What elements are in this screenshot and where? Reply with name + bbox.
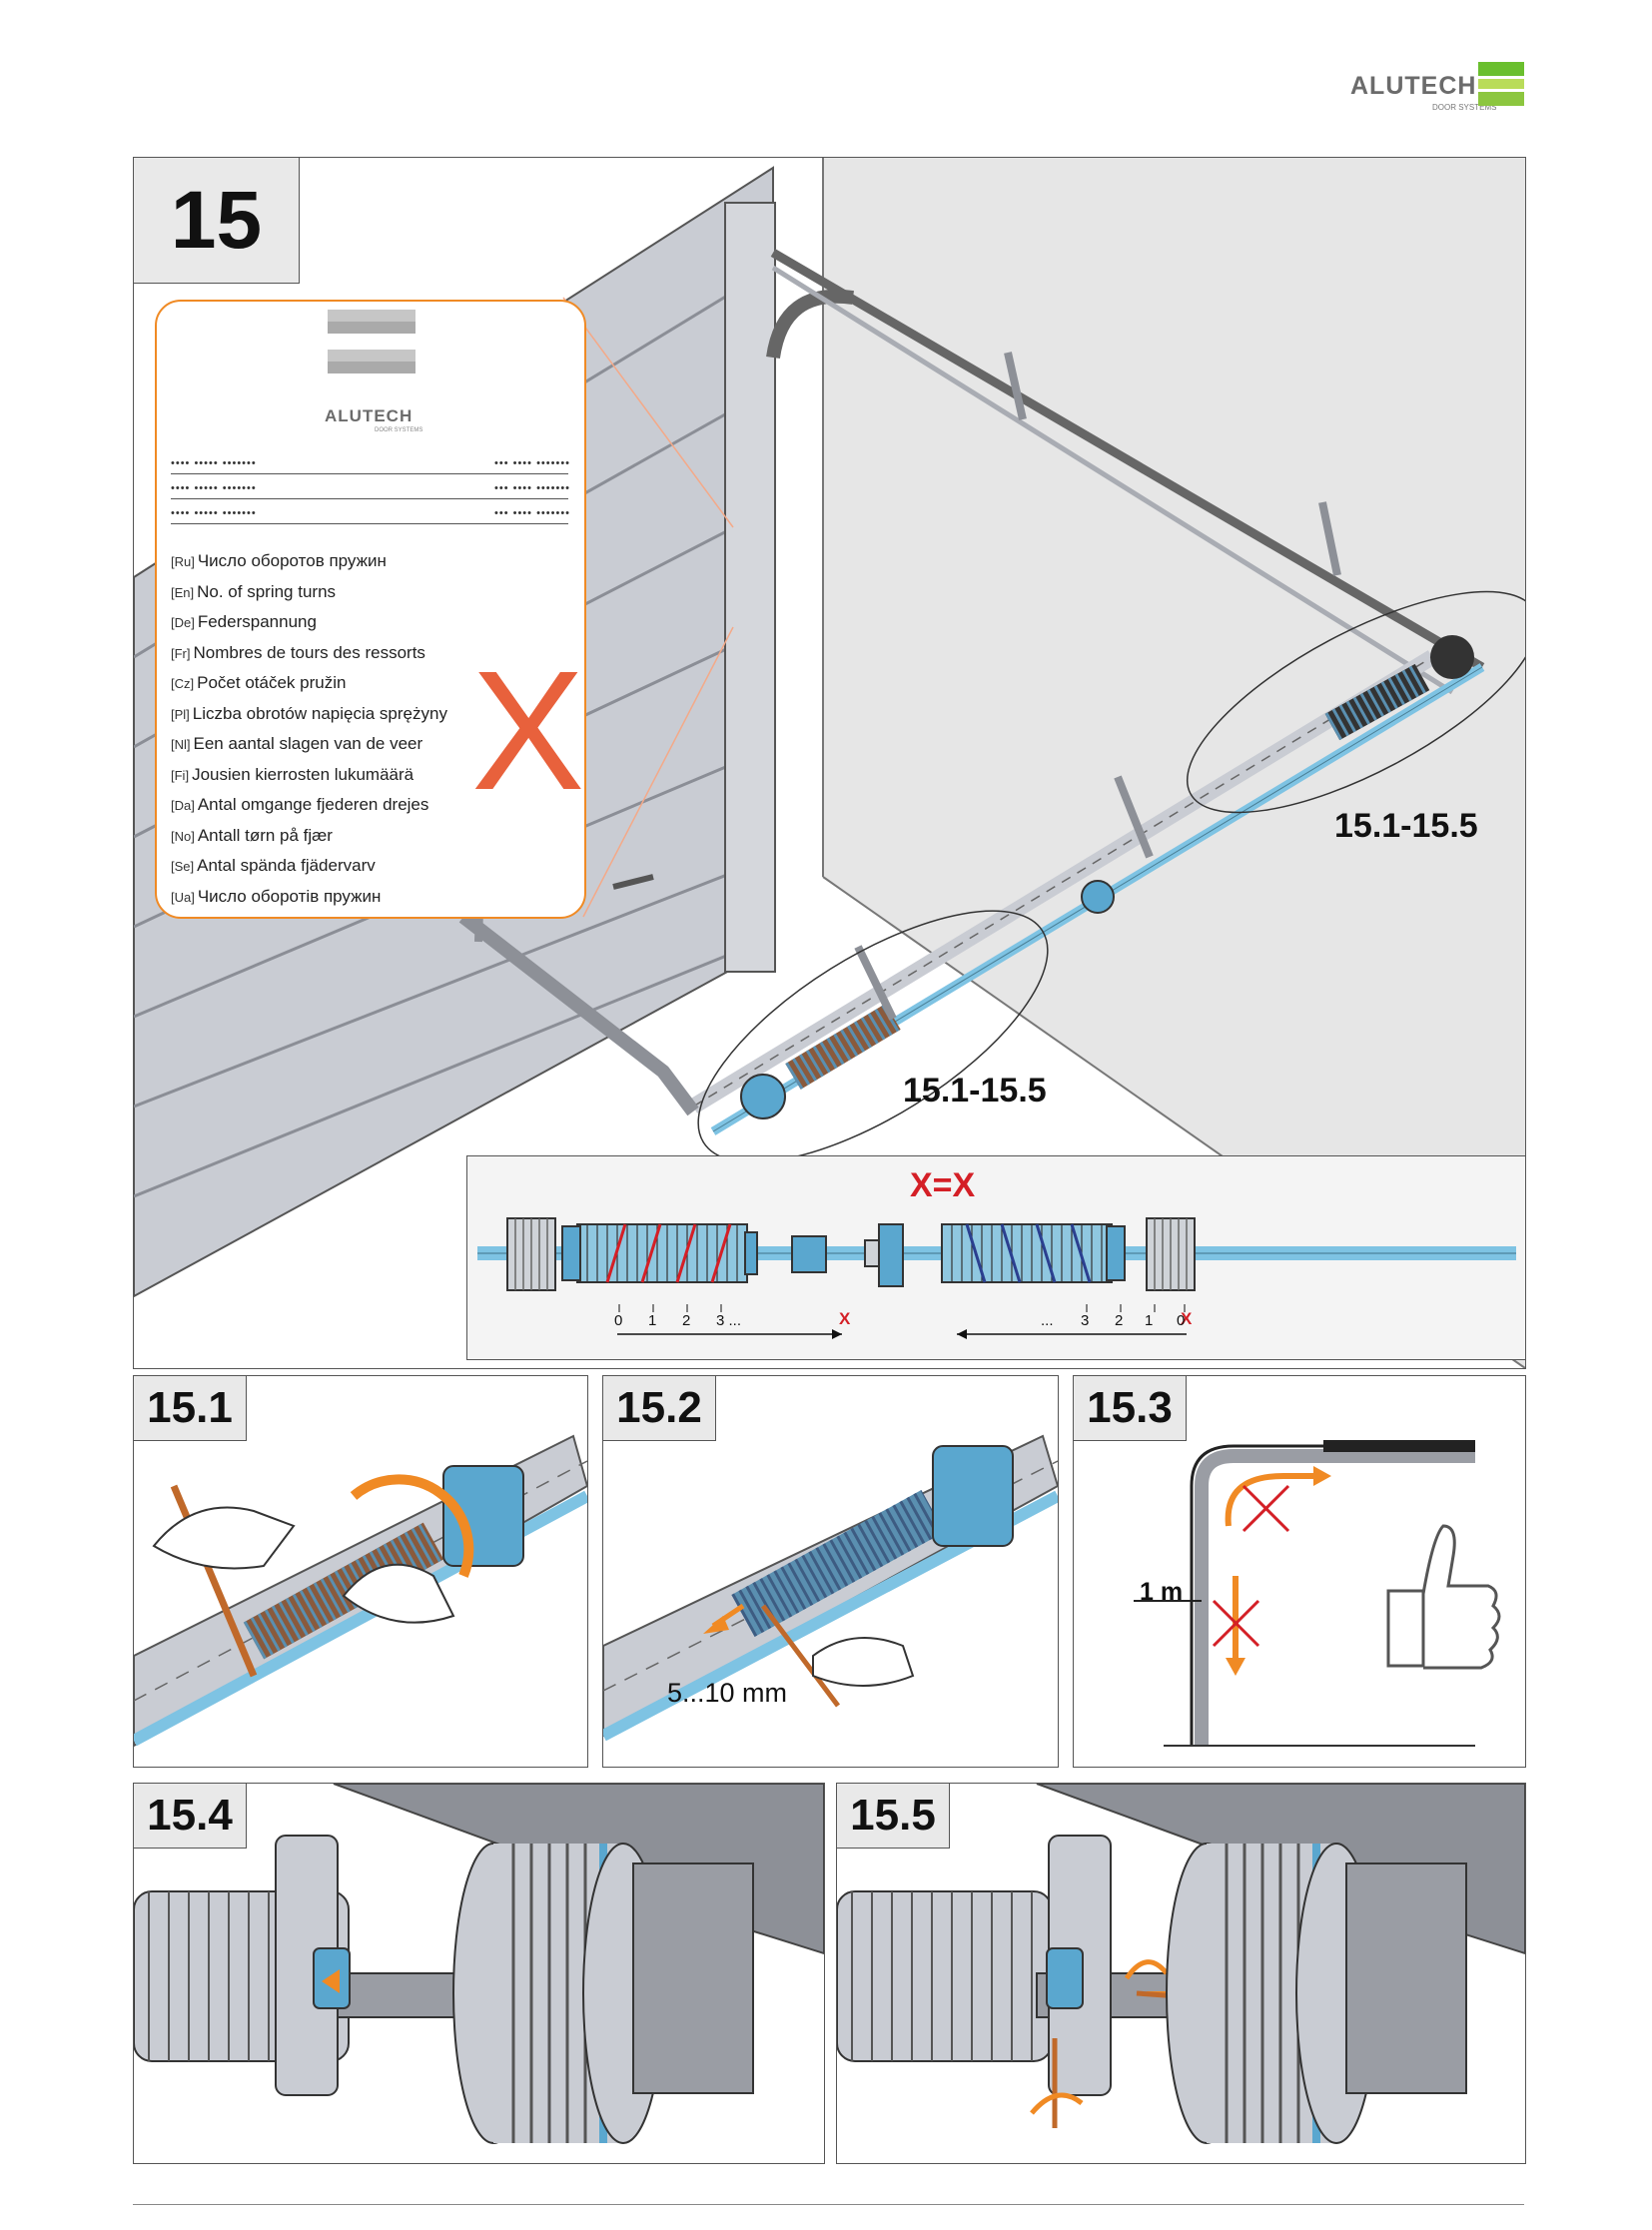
label-field-1-left: •••• ••••• ••••••• [171,457,257,469]
language-text: Liczba obrotów napięcia sprężyny [192,703,447,723]
label-language-line: [De]Federspannung [171,612,317,632]
step-15-5-panel: 15.5 [836,1783,1526,2164]
label-language-line: [Pl]Liczba obrotów napięcia sprężyny [171,704,447,724]
label-language-line: [Fr]Nombres de tours des ressorts [171,643,425,663]
language-code: [Cz] [171,676,195,691]
label-field-2-left: •••• ••••• ••••••• [171,482,257,494]
language-code: [Ua] [171,889,195,905]
language-code: [Da] [171,798,195,813]
left-scale-tick-label: 3 ... [716,1312,742,1329]
label-field-3-left: •••• ••••• ••••••• [171,507,257,519]
step-15-2-number: 15.2 [603,1376,716,1441]
right-scale-tick-label: 2 [1115,1312,1124,1329]
language-text: Число оборотів пружин [197,886,382,906]
label-language-line: [Ua]Число оборотів пружин [171,887,381,907]
label-field-3-line [171,523,568,524]
callout-left: 15.1-15.5 [903,1072,1047,1110]
step-15-2-measurement: 5...10 mm [667,1678,788,1708]
step-15-2-illustration [603,1434,1058,1742]
language-text: No. of spring turns [197,581,337,601]
left-scale-tick-label: 0 [614,1312,623,1329]
spring-diagram-panel: X=X X X 0 1 2 3 ...... 3 2 1 0 [466,1155,1526,1360]
right-scale-tick-label: 0 [1177,1312,1186,1329]
right-scale-tick-label: 3 [1081,1312,1090,1329]
left-scale-tick-label: 1 [648,1312,657,1329]
step-15-1-panel: 15.1 [133,1375,588,1768]
label-language-line: [No]Antall tørn på fjær [171,826,333,846]
label-language-line: [En]No. of spring turns [171,582,336,602]
step-15-4-panel: 15.4 [133,1783,825,2164]
language-text: Federspannung [197,612,317,631]
label-logo-icon [328,310,415,399]
label-brand-subtitle: DOOR SYSTEMS [375,427,423,433]
language-code: [Se] [171,859,195,874]
step-15-3-number: 15.3 [1074,1376,1187,1441]
step-15-number: 15 [134,158,300,284]
language-code: [De] [171,615,195,630]
left-scale-tick-label: 2 [682,1312,691,1329]
right-scale-end: X [1181,1309,1193,1328]
language-text: Antall tørn på fjær [197,825,333,845]
language-code: [Pl] [171,706,190,722]
right-scale-tick-label: 1 [1145,1312,1154,1329]
label-language-line: [Ru]Число оборотов пружин [171,551,387,571]
brand-subtitle: DOOR SYSTEMS [1432,103,1497,112]
language-text: Počet otáček pružin [197,673,347,692]
step-15-3-illustration [1134,1440,1501,1747]
spring-diagram-title: X=X [910,1166,976,1204]
left-scale-end: X [839,1309,851,1328]
brand-stripes-icon [1478,62,1524,110]
label-brand-name: ALUTECH [325,406,413,425]
step-15-1-number: 15.1 [134,1376,247,1441]
thumbs-up-icon [1386,1524,1501,1670]
step-15-5-number: 15.5 [837,1784,950,1849]
language-text: Jousien kierrosten lukumäärä [192,764,414,784]
label-field-3-right: ••• •••• ••••••• [494,507,571,519]
step-15-4-illustration [134,1784,824,2144]
language-text: Nombres de tours des ressorts [193,642,425,662]
language-code: [En] [171,584,195,600]
label-field-2-right: ••• •••• ••••••• [494,482,571,494]
label-field-2-line [171,498,568,499]
language-text: Een aantal slagen van de veer [193,734,423,753]
footer-divider [133,2204,1524,2205]
label-language-line: [Se]Antal spända fjädervarv [171,856,376,876]
brand-name: ALUTECH [1350,72,1477,100]
label-field-1-right: ••• •••• ••••••• [494,457,571,469]
language-code: [Ru] [171,554,195,569]
spring-turns-label: ALUTECH DOOR SYSTEMS •••• ••••• ••••••• … [155,300,586,919]
language-code: [No] [171,828,195,844]
language-code: [Nl] [171,737,191,752]
language-code: [Fr] [171,645,191,661]
language-text: Число оборотов пружин [197,551,387,570]
step-15-3-height-label: 1 m [1140,1578,1184,1606]
step-15-4-number: 15.4 [134,1784,247,1849]
label-language-line: [Fi]Jousien kierrosten lukumäärä [171,765,413,785]
step-15-5-illustration [837,1784,1525,2144]
spring-diagram-illustration [477,1217,1516,1339]
callout-right: 15.1-15.5 [1334,807,1478,845]
step-15-1-illustration [134,1434,587,1748]
label-language-line: [Da]Antal omgange fjederen drejes [171,795,428,815]
label-language-line: [Cz]Počet otáček pružin [171,673,346,693]
step-15-2-panel: 15.2 5...10 mm [602,1375,1059,1768]
language-text: Antal omgange fjederen drejes [197,795,429,814]
language-text: Antal spända fjädervarv [197,856,376,875]
label-language-line: [Nl]Een aantal slagen van de veer [171,734,422,754]
language-code: [Fi] [171,767,190,783]
step-15-3-panel: 15.3 1 m [1073,1375,1526,1768]
brand-logo: ALUTECH DOOR SYSTEMS [1350,62,1540,112]
right-scale-tick-label: ... [1041,1312,1054,1329]
label-field-1-line [171,473,568,474]
label-red-x-mark: X [471,636,585,826]
